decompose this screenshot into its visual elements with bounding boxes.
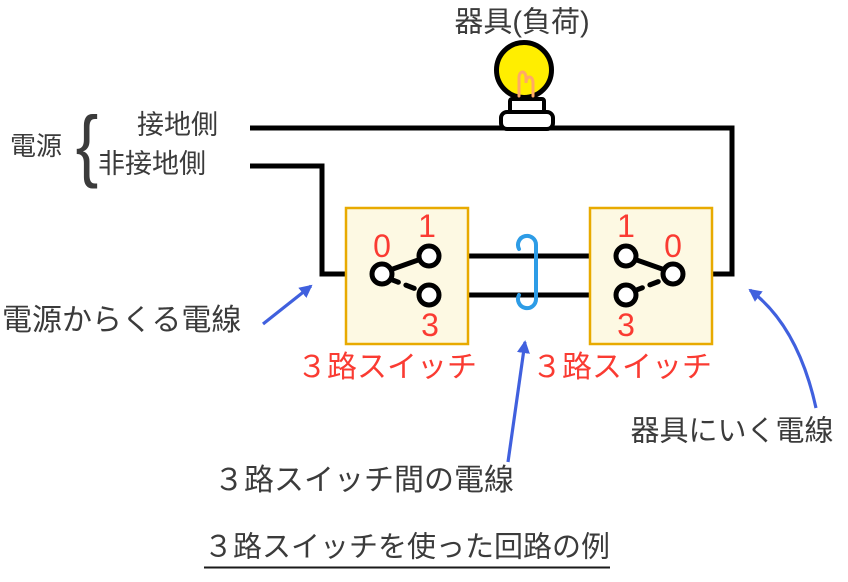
left-switch-blade-dashed — [387, 276, 424, 294]
right-terminal-1 — [613, 243, 639, 269]
power-label: 電源 — [10, 131, 63, 161]
right-switch-box — [588, 206, 714, 346]
bulb — [494, 40, 554, 100]
wire-to-fixture-label: 器具にいく電線 — [630, 415, 834, 448]
right-terminal-common-number: 0 — [664, 228, 682, 264]
left-terminal-3 — [416, 282, 442, 308]
fixture-title: 器具(負荷) — [454, 6, 590, 39]
right-terminal-3 — [613, 282, 639, 308]
left-switch-blade-solid — [387, 256, 424, 273]
right-terminal-common — [660, 261, 686, 287]
left-terminal-common-number: 0 — [373, 228, 391, 264]
wire-from-power-label: 電源からくる電線 — [2, 304, 242, 337]
left-terminal-3-number: 3 — [421, 307, 439, 343]
ground-side-label: 接地側 — [137, 110, 218, 140]
arrow-wire-between — [506, 340, 530, 463]
bulb-filament — [517, 70, 535, 98]
left-terminal-common — [369, 261, 395, 287]
left-terminal-1 — [416, 243, 442, 269]
bulb-base — [499, 110, 555, 131]
right-switch-label: ３路スイッチ — [532, 351, 712, 384]
arrow-wire-to-fixture — [748, 288, 818, 409]
wire-between-switches-label: ３路スイッチ間の電線 — [214, 464, 514, 497]
right-switch-blade-solid — [631, 256, 668, 273]
diagram-caption: ３路スイッチを使った回路の例 — [203, 533, 611, 569]
non-ground-side-label: 非接地側 — [98, 149, 206, 179]
left-switch-label: ３路スイッチ — [297, 351, 477, 384]
cable-section-marker — [516, 233, 539, 311]
left-terminal-1-number: 1 — [418, 208, 436, 244]
right-terminal-1-number: 1 — [617, 208, 635, 244]
power-brace: { — [75, 100, 99, 189]
right-switch-blade-dashed — [631, 276, 668, 294]
left-switch-box — [344, 206, 470, 346]
arrow-wire-from-power — [262, 284, 313, 326]
right-terminal-3-number: 3 — [617, 307, 635, 343]
